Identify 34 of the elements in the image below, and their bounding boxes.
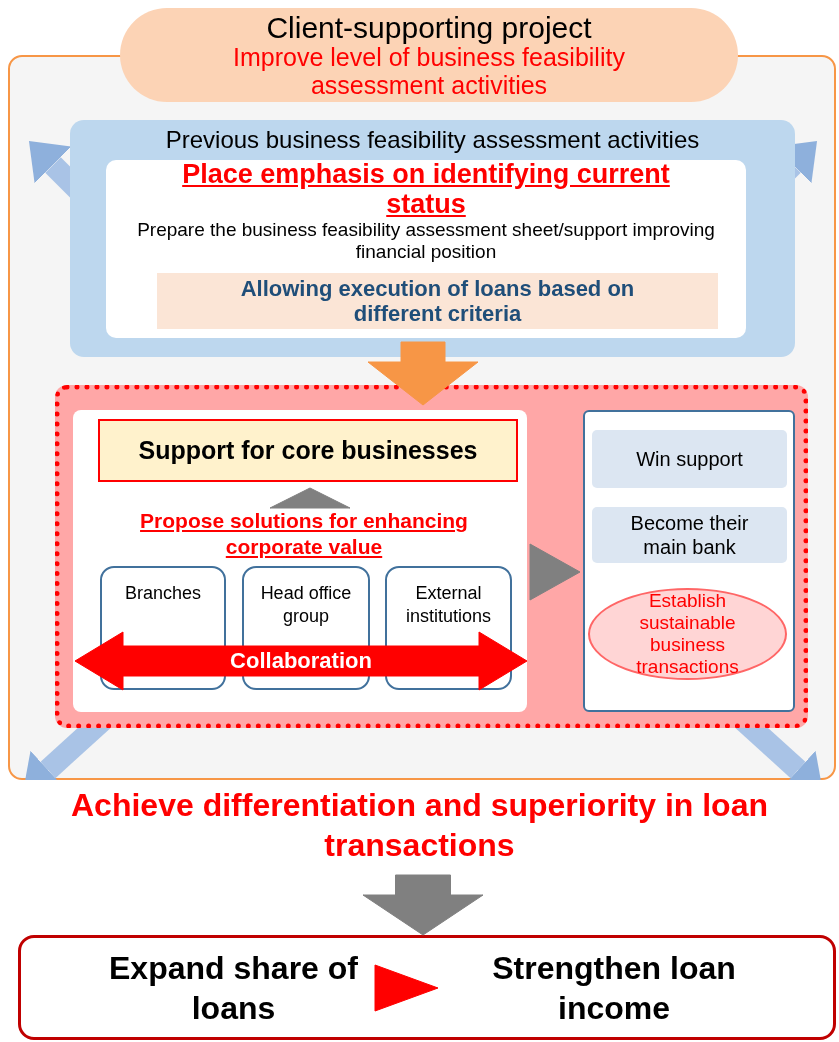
edge-label: Collaboration (230, 648, 372, 674)
box-text: Become their main bank (629, 511, 750, 559)
card-background (73, 410, 527, 712)
conclusion-text: Achieve differentiation and superiority in loan transactions (0, 785, 839, 875)
outcome-box (18, 935, 836, 1040)
box-text: Head office group (259, 582, 353, 629)
double-arrow (74, 631, 528, 691)
highlight-band (157, 273, 718, 329)
body-text: Prepare the business feasibility assessment sheet/support improving financial position (136, 219, 716, 264)
panel-heading: Previous business feasibility assessment activities (164, 126, 701, 155)
arrow (269, 487, 351, 509)
banner-subtitle: Improve level of business feasibility assessment activities (232, 44, 626, 99)
heading-box (98, 419, 518, 482)
outcome-text: Expand share of loans (40, 945, 375, 1030)
box-text: External institutions (404, 582, 492, 629)
arrow (362, 874, 484, 936)
ellipse-text: Establish sustainable business transactions (635, 590, 740, 678)
result-box (592, 507, 787, 563)
emphasis-heading: Place emphasis on identifying current status (181, 160, 671, 220)
dotted-panel (55, 385, 808, 728)
arrow (374, 964, 439, 1012)
side-panel (583, 410, 795, 712)
arrow (529, 543, 581, 601)
outcome-text: Strengthen loan income (438, 945, 830, 1030)
banner-title: Client-supporting project (265, 11, 593, 44)
band-text: Allowing execution of loans based on different criteria (239, 275, 636, 327)
box-text: Win support (636, 447, 743, 471)
content-card (106, 160, 746, 338)
section-panel (70, 120, 795, 357)
emphasis-text: Propose solutions for enhancing corporate value (100, 508, 508, 566)
box-text: Branches (123, 582, 202, 605)
arrow (367, 341, 479, 406)
box-heading: Support for core businesses (138, 436, 478, 465)
result-box (592, 430, 787, 488)
